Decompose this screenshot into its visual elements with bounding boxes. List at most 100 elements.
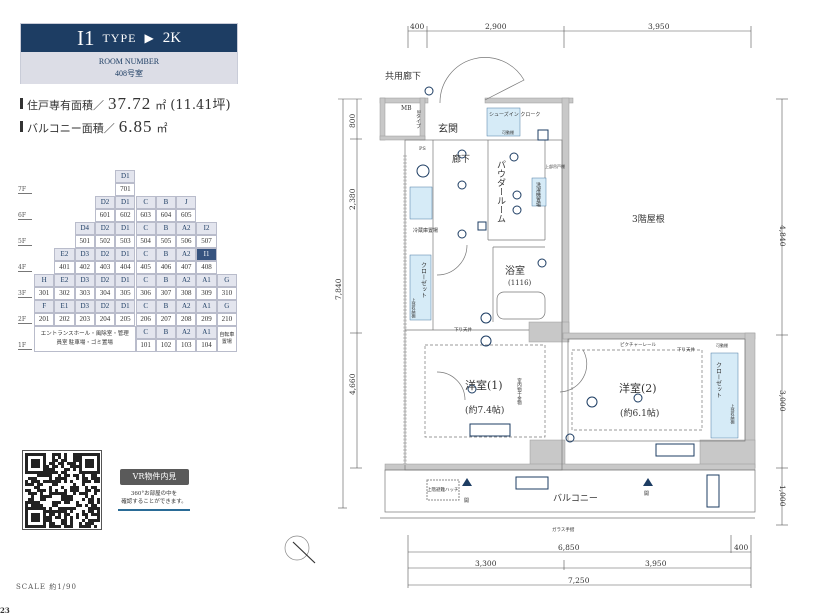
type-banner: I1 TYPE ▶ 2K — [21, 24, 237, 52]
unit-number-cell: 201 — [34, 313, 55, 326]
room-number-label: ROOM NUMBER — [98, 57, 160, 66]
light-icon — [512, 205, 522, 215]
bullet — [20, 98, 23, 109]
scale-label: SCALE 約1/90 — [16, 583, 77, 591]
unit-number-cell: 504 — [135, 235, 156, 248]
evacuation-hatch — [426, 479, 460, 501]
unit-type-cell: C — [135, 326, 156, 339]
balcony-area: バルコニー面積／ 6.85 ㎡ — [20, 117, 168, 137]
movable-shelf-label-2: 可動棚 — [716, 342, 728, 348]
area-tsubo: (11.41坪) — [170, 98, 231, 113]
unit-type-cell: D2 — [94, 274, 116, 287]
unit-area: 住戸専有面積／ 37.72 ㎡ (11.41坪) — [20, 94, 231, 114]
unit-number-cell: 101 — [135, 339, 156, 352]
evacuation-hatch-label: 上階避難ハッチ — [427, 486, 459, 493]
unit-number-cell: 304 — [94, 287, 116, 300]
unit-type-cell: C — [135, 300, 156, 313]
unit-number-cell: 401 — [54, 261, 75, 274]
fixtures-icons — [416, 86, 720, 508]
partitions — [380, 57, 756, 519]
vr-description: 360°お部屋の中を 確認することができます。 — [118, 490, 190, 511]
unit-type-cell: A1 — [196, 326, 217, 339]
area-value: 37.72 — [108, 94, 152, 113]
light-icon — [480, 335, 492, 347]
room-number-box: ROOM NUMBER 408号室 — [21, 52, 237, 84]
floor-label: 1F — [18, 342, 32, 350]
dimension-lines — [338, 26, 788, 588]
vr-text-2: 確認することができます。 — [121, 499, 187, 505]
unit-number-cell: 407 — [176, 261, 197, 274]
unit-type-cell: D2 — [94, 196, 116, 209]
area-label: 住戸専有面積／ — [27, 99, 104, 112]
dim-bottom-1: 6,850 — [558, 543, 580, 552]
dimension-labels: 400 2,900 3,950 6,850 400 3,300 3,950 7,… — [334, 22, 787, 585]
light-icon — [457, 149, 467, 159]
unit-type-cell: D1 — [115, 300, 136, 313]
unit-type-cell: C — [135, 248, 156, 261]
floor-label: 7F — [18, 186, 32, 194]
north-compass-icon — [284, 535, 316, 564]
unit-number-cell: 102 — [155, 339, 177, 352]
type-code: I1 — [76, 25, 95, 50]
unit-number-cell: 405 — [135, 261, 156, 274]
unit-number-cell: 302 — [54, 287, 75, 300]
upper-storage-label: 上部収納棚 — [412, 297, 417, 319]
unit-type-cell: B — [155, 300, 177, 313]
unit-number-cell: 701 — [115, 183, 136, 196]
walls — [379, 97, 756, 471]
western-room-1-label: 洋室(1) — [465, 378, 503, 392]
vr-tour-button[interactable]: VR物件内見 — [120, 469, 189, 485]
unit-number-cell: 406 — [155, 261, 177, 274]
unit-number-cell: 306 — [135, 287, 156, 300]
unit-number-cell: 210 — [216, 313, 237, 326]
western-room-2-size: (約6.1帖) — [620, 407, 659, 419]
unit-number-cell: 402 — [74, 261, 95, 274]
btype-label: Bタイプ — [415, 110, 421, 129]
unit-type-cell: C — [135, 274, 156, 287]
dim-right-2: 3,000 — [778, 390, 787, 412]
unit-type-cell: A2 — [176, 274, 197, 287]
dim-left-1: 800 — [348, 113, 357, 128]
qr-code[interactable] — [22, 450, 102, 530]
unit-number-cell: 403 — [94, 261, 116, 274]
unit-type-cell: A1 — [196, 300, 217, 313]
layout-label: 2K — [162, 29, 182, 46]
unit-number-cell: 605 — [176, 209, 197, 222]
mb-label: MB — [401, 105, 412, 112]
area-unit: ㎡ — [156, 122, 168, 135]
dim-bottom-2: 400 — [734, 543, 749, 552]
unit-type-cell: D2 — [94, 300, 116, 313]
area-unit: ㎡ — [155, 99, 167, 112]
unit-number-cell: 206 — [135, 313, 156, 326]
lowered-ceiling-label: 下り天井 — [454, 326, 472, 333]
closet-label-2: クローゼット — [715, 362, 722, 398]
floor-label: 6F — [18, 212, 32, 220]
closet-label: クローゼット — [420, 262, 427, 298]
unit-type-cell: H — [34, 274, 55, 287]
outdoor-unit-icon — [706, 474, 720, 508]
entrance-light-icon — [424, 86, 434, 96]
unit-type-cell: J — [176, 196, 197, 209]
movable-shelf-label: 可動棚 — [502, 129, 514, 135]
picture-rail-label: ピクチャーレール — [620, 342, 656, 348]
shoes-closet-label: シューズイン クローク — [489, 111, 540, 118]
light-icon — [457, 180, 467, 190]
unit-type-cell: D2 — [94, 248, 116, 261]
unit-type-cell-selected: I1 — [196, 248, 217, 261]
unit-type-cell: D2 — [94, 222, 116, 235]
unit-type-cell: A2 — [176, 222, 197, 235]
washbasin-icon — [480, 312, 492, 324]
arrow-icon: ▶ — [144, 30, 155, 45]
unit-type-cell: B — [155, 326, 177, 339]
unit-number-cell: 601 — [94, 209, 116, 222]
unit-type-cell: D3 — [74, 274, 95, 287]
unit-type-cell: B — [155, 248, 177, 261]
unit-type-cell: A2 — [176, 326, 197, 339]
unit-type-cell: E2 — [54, 274, 75, 287]
unit-type-cell: G — [216, 300, 237, 313]
floor-label: 5F — [18, 238, 32, 246]
dim-bottom-4: 3,950 — [645, 559, 667, 568]
unit-number-cell: 103 — [176, 339, 197, 352]
indoor-drying-label: 室内物干金物 — [517, 377, 522, 407]
unit-type-cell: A1 — [196, 274, 217, 287]
